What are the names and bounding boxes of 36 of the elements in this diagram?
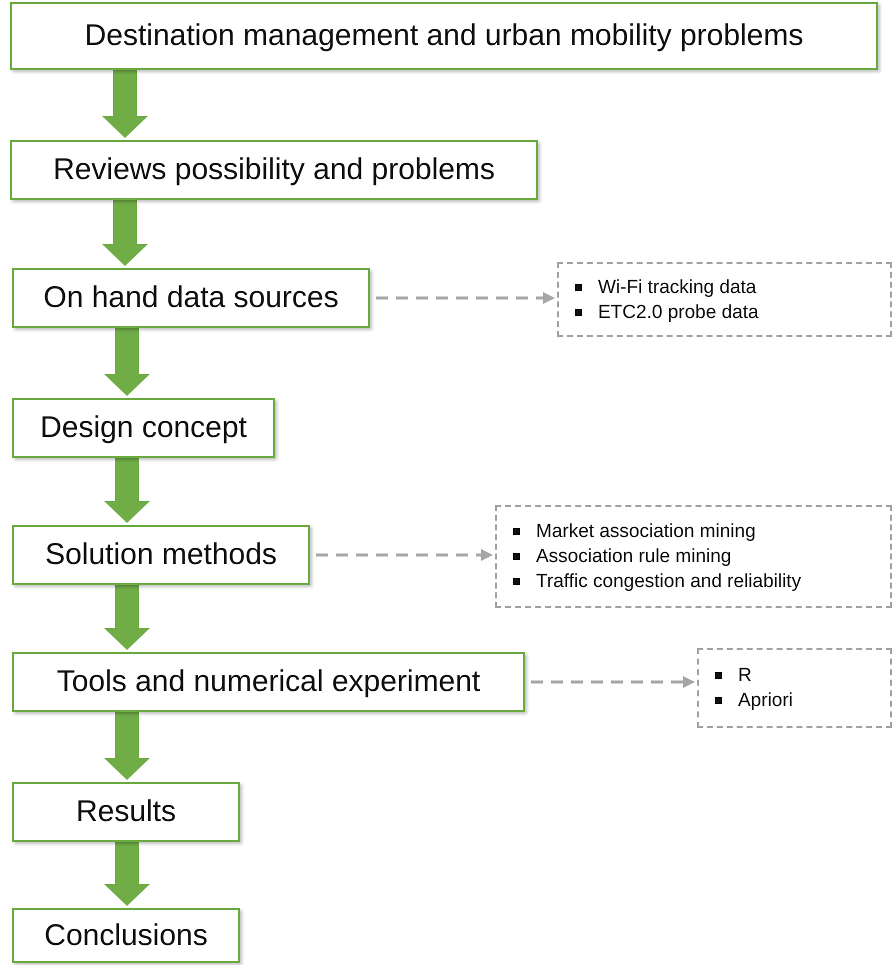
process-box xyxy=(12,782,240,842)
list-item: R xyxy=(738,664,752,688)
block-arrow xyxy=(104,842,150,906)
step-label: Destination management and urban mobility problems xyxy=(84,19,804,53)
process-box xyxy=(12,652,525,712)
process-box xyxy=(10,2,878,70)
list-item: ETC2.0 probe data xyxy=(598,300,759,324)
block-arrow xyxy=(104,328,150,396)
block-arrow xyxy=(104,585,150,650)
step-label: Design concept xyxy=(40,411,247,445)
process-box xyxy=(12,268,370,328)
step-label: Reviews possibility and problems xyxy=(53,153,495,187)
list-item: Association rule mining xyxy=(536,545,732,569)
step-label: Results xyxy=(76,795,176,829)
bullet-list-box xyxy=(557,262,892,337)
bullet-list-box xyxy=(697,648,892,728)
process-box xyxy=(12,398,275,458)
list-item: Traffic congestion and reliability xyxy=(536,570,802,594)
step-label: On hand data sources xyxy=(43,281,339,315)
process-box xyxy=(12,908,240,963)
step-label: Solution methods xyxy=(45,538,277,572)
list-item: Wi-Fi tracking data xyxy=(598,276,756,300)
list-item: Apriori xyxy=(738,689,793,713)
step-label: Conclusions xyxy=(44,918,208,952)
block-arrow xyxy=(104,712,150,780)
block-arrow xyxy=(102,70,148,138)
dashed-arrow xyxy=(376,292,555,304)
dashed-arrow xyxy=(316,549,493,561)
process-box xyxy=(12,525,310,585)
process-box xyxy=(10,140,538,200)
list-item: Market association mining xyxy=(536,520,756,544)
bullet-list-box xyxy=(495,505,892,608)
dashed-arrow xyxy=(531,676,695,688)
step-label: Tools and numerical experiment xyxy=(56,665,480,699)
block-arrow xyxy=(104,458,150,523)
block-arrow xyxy=(102,200,148,266)
